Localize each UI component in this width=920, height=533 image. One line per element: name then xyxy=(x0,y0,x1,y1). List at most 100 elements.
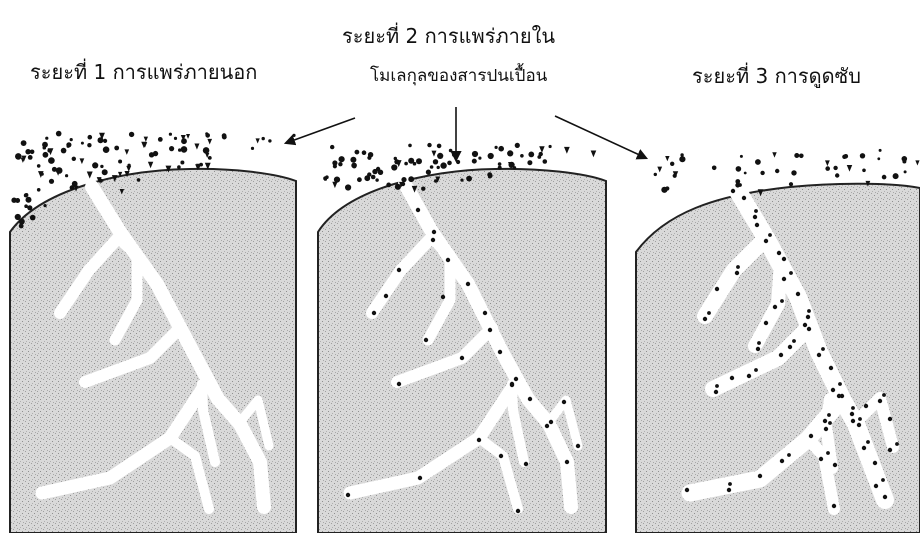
contaminant-molecule xyxy=(877,157,880,160)
contaminant-molecule xyxy=(456,160,460,164)
adsorbed-molecule xyxy=(685,488,689,492)
contaminant-molecule xyxy=(736,166,742,172)
contaminant-molecule xyxy=(56,167,63,174)
adsorbed-molecule xyxy=(792,339,796,343)
contaminant-molecule xyxy=(169,133,172,136)
contaminant-molecule xyxy=(537,155,541,159)
contaminant-molecule xyxy=(844,154,849,159)
contaminant-molecule xyxy=(367,172,371,176)
contaminant-molecule xyxy=(498,162,502,166)
contaminant-molecule xyxy=(744,172,747,175)
contaminant-molecule xyxy=(174,137,177,140)
contaminant-molecule xyxy=(43,152,49,158)
pore-molecule xyxy=(397,382,401,386)
adsorbed-molecule xyxy=(826,451,830,455)
adsorbed-molecule xyxy=(715,384,719,388)
adsorbed-molecule xyxy=(882,393,886,397)
adsorbed-molecule xyxy=(788,345,792,349)
adsorbed-molecule xyxy=(862,446,866,450)
contaminant-molecule xyxy=(24,193,28,197)
pore-molecule xyxy=(510,382,514,386)
contaminant-molecule xyxy=(49,179,54,184)
contaminant-molecule xyxy=(495,146,498,149)
pore-molecule xyxy=(576,444,580,448)
contaminant-molecule xyxy=(205,133,210,138)
adsorbed-molecule xyxy=(754,368,758,372)
adsorbed-molecule xyxy=(707,311,711,315)
contaminant-molecule xyxy=(338,162,342,166)
pore-molecule xyxy=(441,295,445,299)
pore-molecule xyxy=(418,476,422,480)
contaminant-molecule xyxy=(199,163,203,167)
contaminant-molecule xyxy=(37,164,41,168)
adsorbed-molecule xyxy=(878,399,882,403)
adsorbed-molecule xyxy=(796,292,800,296)
adsorbed-molecule xyxy=(858,417,862,421)
contaminant-molecule xyxy=(772,152,776,157)
contaminant-molecule xyxy=(371,175,376,180)
adsorbed-molecule xyxy=(703,317,707,321)
contaminant-molecule xyxy=(564,147,570,154)
adsorbed-molecule xyxy=(821,347,825,351)
contaminant-molecule xyxy=(332,160,337,165)
adsorbed-molecule xyxy=(782,277,786,281)
arrow-to-stage-3 xyxy=(555,116,646,158)
contaminant-molecule xyxy=(591,151,597,158)
contaminant-molecule xyxy=(395,184,401,190)
contaminant-molecule xyxy=(180,161,184,165)
pore-molecule xyxy=(401,182,405,186)
contaminant-molecule xyxy=(437,166,440,169)
pore-molecule xyxy=(528,397,532,401)
adsorbed-molecule xyxy=(754,209,758,213)
pore-molecule xyxy=(372,311,376,315)
contaminant-molecule xyxy=(430,165,434,169)
adsorbed-molecule xyxy=(714,390,718,394)
contaminant-molecule xyxy=(654,173,657,176)
contaminant-molecule xyxy=(712,166,717,171)
contaminant-molecule xyxy=(408,144,412,148)
contaminant-molecule xyxy=(437,144,442,149)
contaminant-molecule xyxy=(498,146,504,152)
contaminant-molecule xyxy=(56,131,62,137)
contaminant-molecule xyxy=(98,137,104,143)
pore-molecule xyxy=(545,424,549,428)
adsorbed-molecule xyxy=(768,233,772,237)
contaminant-molecule xyxy=(835,173,839,177)
pore-molecule xyxy=(446,258,450,262)
contaminant-molecule xyxy=(915,160,919,165)
contaminant-molecule xyxy=(543,159,548,164)
contaminant-molecule xyxy=(334,177,340,183)
contaminant-molecule xyxy=(15,214,21,220)
pore-molecule xyxy=(477,438,481,442)
contaminant-molecule xyxy=(362,150,367,155)
contaminant-molecule xyxy=(103,146,110,153)
contaminant-molecule xyxy=(452,153,456,157)
adsorbed-molecule xyxy=(803,323,807,327)
contaminant-molecule xyxy=(45,137,48,140)
adsorbed-molecule xyxy=(824,427,828,431)
contaminant-molecule xyxy=(372,169,377,174)
contaminant-molecule xyxy=(87,143,91,147)
pore-molecule xyxy=(384,294,388,298)
contaminant-molecule xyxy=(26,197,32,203)
contaminant-molecule xyxy=(408,176,414,182)
contaminant-molecule xyxy=(375,178,378,181)
contaminant-molecule xyxy=(520,154,524,158)
contaminant-molecule xyxy=(789,182,793,186)
adsorbed-molecule xyxy=(728,482,732,486)
contaminant-molecule xyxy=(72,157,76,161)
pore-molecule xyxy=(424,338,428,342)
pore-molecule xyxy=(516,509,520,513)
contaminant-molecule xyxy=(103,139,107,143)
contaminant-molecule xyxy=(70,185,75,190)
contaminant-molecule xyxy=(65,174,68,177)
adsorbed-molecule xyxy=(838,382,842,386)
pore-molecule xyxy=(562,400,566,404)
arrow-to-stage-1 xyxy=(286,118,355,143)
adsorbed-molecule xyxy=(773,305,777,309)
contaminant-molecule xyxy=(513,166,516,169)
contaminant-molecule xyxy=(330,145,334,149)
pore-molecule xyxy=(397,268,401,272)
contaminant-molecule xyxy=(416,158,422,164)
adsorbed-molecule xyxy=(857,423,861,427)
